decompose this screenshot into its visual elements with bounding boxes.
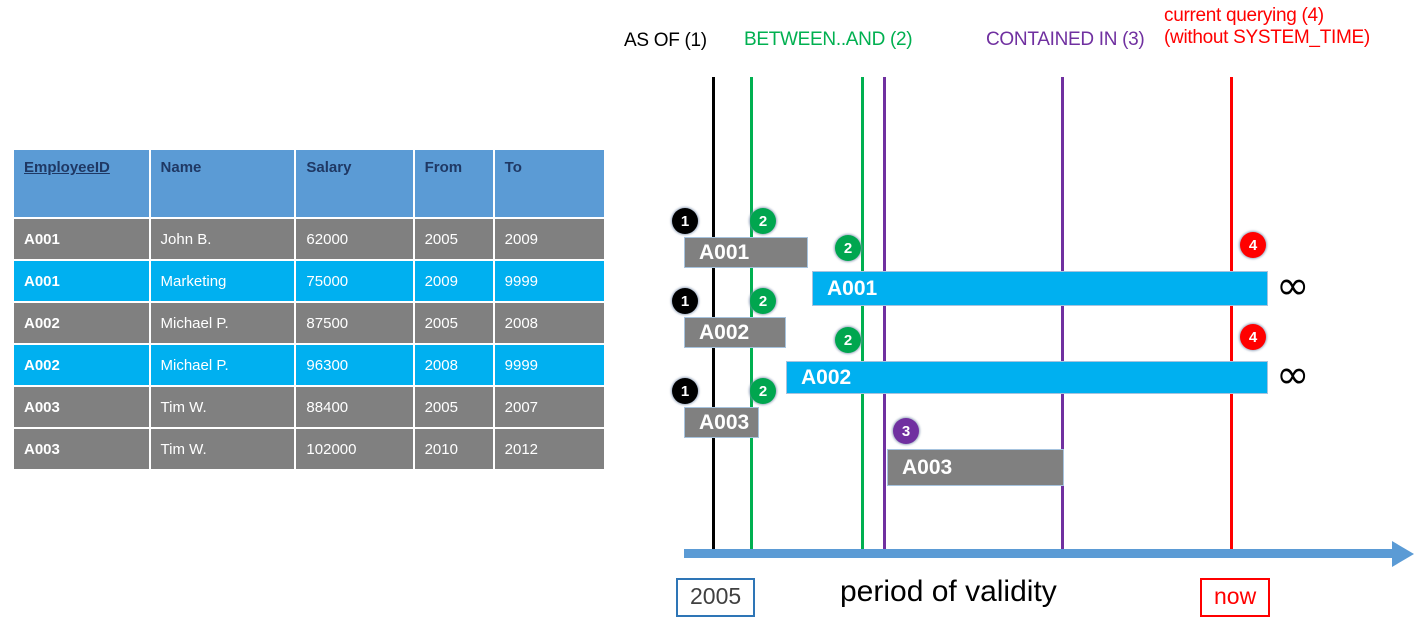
cell-to: 2008 (494, 303, 604, 343)
timeline-bar-a002-current: A002 (786, 361, 1268, 394)
query-line-now (1230, 77, 1233, 555)
timeline-bar-a001-current: A001 (812, 271, 1268, 306)
timeline-bar-a003-historical: A003 (684, 407, 759, 438)
table-header: EmployeeID Name Salary From To (14, 150, 604, 217)
legend-current-line-1: current querying (4) (1164, 5, 1324, 26)
axis-title: period of validity (840, 575, 1057, 608)
column-header-name: Name (150, 150, 295, 217)
cell-employeeid: A003 (14, 387, 149, 427)
cell-from: 2008 (414, 345, 493, 385)
cell-employeeid: A001 (14, 261, 149, 301)
legend-contained-in: CONTAINED IN (3) (986, 29, 1145, 50)
timeline-bar-a003-later: A003 (887, 449, 1064, 486)
badge-1-a001: 1 (672, 208, 698, 234)
badge-2-a002-historical: 2 (750, 288, 776, 314)
table-body: A001 John B. 62000 2005 2009 A001 Market… (14, 219, 604, 469)
timeline-bar-a002-historical: A002 (684, 317, 786, 348)
cell-employeeid: A001 (14, 219, 149, 259)
badge-2-a001-current: 2 (835, 235, 861, 261)
badge-3-a003-later: 3 (893, 418, 919, 444)
infinity-icon-a001: ∞ (1276, 263, 1310, 309)
badge-2-a002-current: 2 (835, 327, 861, 353)
cell-to: 2012 (494, 429, 604, 469)
badge-1-a003: 1 (672, 378, 698, 404)
timeline-bar-a001-historical: A001 (684, 237, 808, 268)
cell-employeeid: A003 (14, 429, 149, 469)
employee-history-table: EmployeeID Name Salary From To A001 John… (12, 148, 606, 471)
table-row: A001 John B. 62000 2005 2009 (14, 219, 604, 259)
cell-name: Michael P. (150, 303, 295, 343)
badge-1-a002: 1 (672, 288, 698, 314)
column-header-from: From (414, 150, 493, 217)
query-line-between-end (861, 77, 864, 555)
table-row: A003 Tim W. 88400 2005 2007 (14, 387, 604, 427)
table-row: A002 Michael P. 96300 2008 9999 (14, 345, 604, 385)
query-line-between-start (750, 77, 753, 555)
cell-to: 2009 (494, 219, 604, 259)
cell-name: John B. (150, 219, 295, 259)
query-line-contained-start (883, 77, 886, 555)
timeline-arrow-icon (1392, 541, 1414, 567)
table-row: A002 Michael P. 87500 2005 2008 (14, 303, 604, 343)
badge-4-a002: 4 (1240, 324, 1266, 350)
cell-name: Michael P. (150, 345, 295, 385)
query-line-contained-end (1061, 77, 1064, 555)
cell-salary: 96300 (296, 345, 413, 385)
badge-4-a001: 4 (1240, 232, 1266, 258)
infinity-icon-a002: ∞ (1276, 352, 1310, 398)
cell-salary: 75000 (296, 261, 413, 301)
badge-2-a003-historical: 2 (750, 378, 776, 404)
cell-from: 2009 (414, 261, 493, 301)
column-header-employeeid: EmployeeID (14, 150, 149, 217)
legend-as-of: AS OF (1) (624, 30, 707, 51)
cell-employeeid: A002 (14, 303, 149, 343)
cell-from: 2010 (414, 429, 493, 469)
cell-to: 2007 (494, 387, 604, 427)
cell-salary: 102000 (296, 429, 413, 469)
axis-label-now: now (1200, 578, 1271, 617)
legend-between-and: BETWEEN..AND (2) (744, 29, 913, 50)
cell-salary: 62000 (296, 219, 413, 259)
cell-name: Tim W. (150, 387, 295, 427)
badge-2-a001-historical: 2 (750, 208, 776, 234)
cell-from: 2005 (414, 219, 493, 259)
legend-current-line-2: (without SYSTEM_TIME) (1164, 26, 1370, 48)
query-line-as-of (712, 77, 715, 555)
legend-current-querying: current querying (4) (without SYSTEM_TIM… (1164, 5, 1370, 49)
cell-salary: 87500 (296, 303, 413, 343)
cell-from: 2005 (414, 303, 493, 343)
table-row: A001 Marketing 75000 2009 9999 (14, 261, 604, 301)
column-header-salary: Salary (296, 150, 413, 217)
cell-to: 9999 (494, 345, 604, 385)
cell-to: 9999 (494, 261, 604, 301)
cell-salary: 88400 (296, 387, 413, 427)
axis-label-start: 2005 (676, 578, 756, 617)
timeline-axis (684, 549, 1396, 558)
cell-from: 2005 (414, 387, 493, 427)
table-row: A003 Tim W. 102000 2010 2012 (14, 429, 604, 469)
cell-name: Marketing (150, 261, 295, 301)
cell-employeeid: A002 (14, 345, 149, 385)
cell-name: Tim W. (150, 429, 295, 469)
table-header-row: EmployeeID Name Salary From To (14, 150, 604, 217)
column-header-to: To (494, 150, 604, 217)
